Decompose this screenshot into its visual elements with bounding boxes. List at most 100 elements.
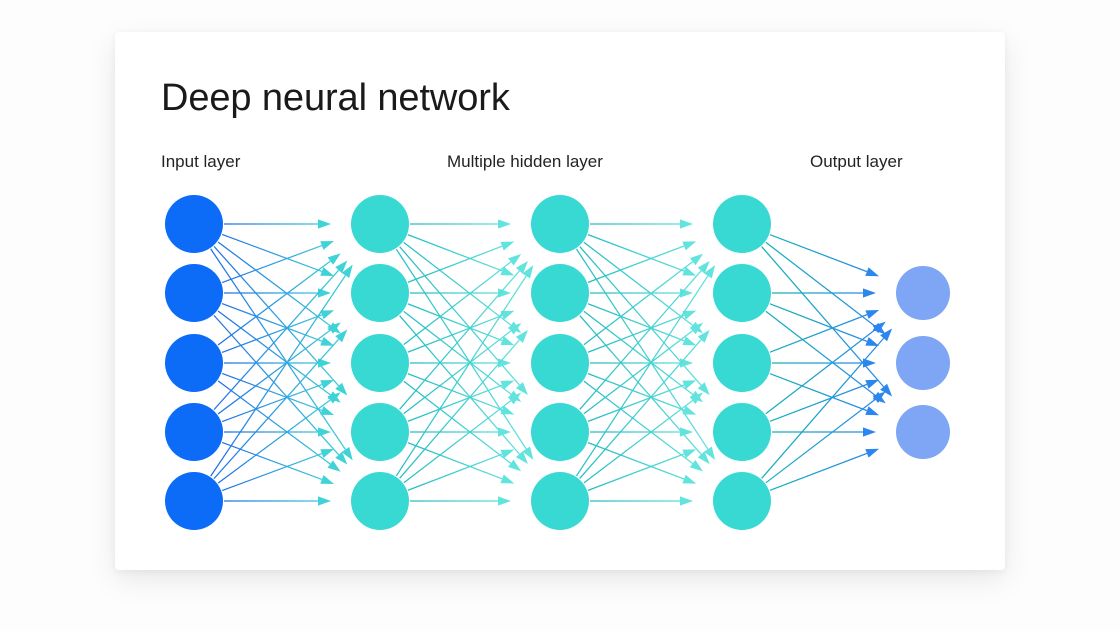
edge-arrowhead <box>880 383 893 397</box>
network-node-hidden-1 <box>713 195 771 253</box>
edge-arrowhead <box>689 392 703 405</box>
edge-arrowhead <box>697 451 710 465</box>
edge-arrowhead <box>327 322 341 334</box>
edge-arrowhead <box>865 337 880 347</box>
edge-arrowhead <box>680 358 693 368</box>
network-edge <box>587 373 685 411</box>
edge-arrowhead <box>682 474 697 484</box>
network-edge <box>221 441 323 481</box>
network-edge <box>217 310 331 396</box>
network-edge <box>407 373 503 411</box>
network-node-hidden-4 <box>713 403 771 461</box>
network-edge <box>210 248 346 450</box>
edge-arrowhead <box>335 382 348 396</box>
network-edge <box>213 269 340 411</box>
network-node-hidden-3 <box>531 334 589 392</box>
network-node-input-2 <box>165 264 223 322</box>
edge-arrowhead <box>320 336 335 346</box>
edge-arrowhead <box>680 427 693 437</box>
edge-arrowhead <box>341 264 353 279</box>
edge-arrowhead <box>500 380 515 390</box>
network-node-output-1 <box>896 266 950 320</box>
edge-arrowhead <box>689 253 704 266</box>
network-node-hidden-2 <box>531 264 589 322</box>
edge-arrowhead <box>522 446 534 460</box>
network-edge <box>407 245 503 283</box>
network-edge <box>407 234 503 272</box>
network-edge <box>769 234 868 273</box>
edge-arrowhead <box>865 379 880 389</box>
network-edge <box>221 383 323 423</box>
network-edge <box>769 383 868 422</box>
edge-arrowhead <box>682 449 697 459</box>
edge-arrowhead <box>335 451 348 465</box>
edge-arrowhead <box>689 459 703 472</box>
network-edge <box>210 275 346 477</box>
network-node-input-5 <box>165 472 223 530</box>
network-edge <box>765 241 876 327</box>
network-edge <box>765 398 876 484</box>
network-edge <box>221 233 323 273</box>
edge-arrowhead <box>498 288 511 298</box>
edge-arrowhead <box>680 219 693 229</box>
edge-arrowhead <box>704 446 716 461</box>
network-node-hidden-5 <box>713 472 771 530</box>
edge-arrowhead <box>508 322 522 335</box>
network-edge <box>217 380 331 465</box>
edge-arrowhead <box>704 264 716 279</box>
network-edge <box>217 241 331 327</box>
edge-arrowhead <box>318 358 331 368</box>
network-edge <box>403 241 512 326</box>
edge-arrowhead <box>865 406 880 416</box>
network-edge <box>221 314 323 354</box>
edge-arrowhead <box>500 336 515 346</box>
network-node-hidden-4 <box>351 403 409 461</box>
edge-arrowhead <box>335 260 348 274</box>
edge-arrowhead <box>880 328 893 342</box>
edge-arrowhead <box>865 448 880 458</box>
edge-arrowhead <box>318 427 331 437</box>
layer-label-output: Output layer <box>810 152 903 171</box>
edge-arrowhead <box>865 267 880 277</box>
network-edge <box>769 373 868 412</box>
network-node-hidden-3 <box>351 334 409 392</box>
network-node-input-3 <box>165 334 223 392</box>
network-edge <box>407 314 503 353</box>
edge-arrowhead <box>320 449 335 458</box>
network-node-output-2 <box>896 336 950 390</box>
edge-arrowhead <box>515 451 528 464</box>
edge-arrowhead <box>500 474 515 484</box>
network-edge <box>587 453 685 491</box>
edge-arrowhead <box>500 266 515 276</box>
edge-arrowhead <box>863 358 876 368</box>
network-node-input-1 <box>165 195 223 253</box>
edge-arrowhead <box>320 310 335 320</box>
edge-arrowhead <box>320 406 335 415</box>
network-edge <box>765 310 876 396</box>
network-edge <box>403 380 512 464</box>
edge-arrowhead <box>498 219 511 229</box>
edge-arrowhead <box>500 449 515 459</box>
network-edge <box>403 261 512 346</box>
network-edge <box>583 310 694 395</box>
network-edge <box>217 329 331 415</box>
network-edge <box>217 260 331 346</box>
edge-arrowhead <box>697 260 710 274</box>
edge-arrowhead <box>680 496 693 506</box>
network-edge <box>213 338 340 480</box>
edge-arrowhead <box>320 475 335 484</box>
network-node-input-4 <box>165 403 223 461</box>
edge-arrowhead <box>515 382 528 395</box>
network-edge <box>583 399 693 484</box>
edge-arrowhead <box>682 266 697 276</box>
edge-arrowhead <box>863 288 876 298</box>
network-edge <box>407 442 503 480</box>
network-edge <box>587 303 685 342</box>
edge-arrowhead <box>682 310 697 320</box>
page-title: Deep neural network <box>161 77 510 119</box>
network-edge <box>575 248 709 450</box>
network-edge <box>403 310 512 395</box>
content-card: Deep neural network Input layer Multiple… <box>115 32 1005 570</box>
edge-arrowhead <box>318 219 331 229</box>
